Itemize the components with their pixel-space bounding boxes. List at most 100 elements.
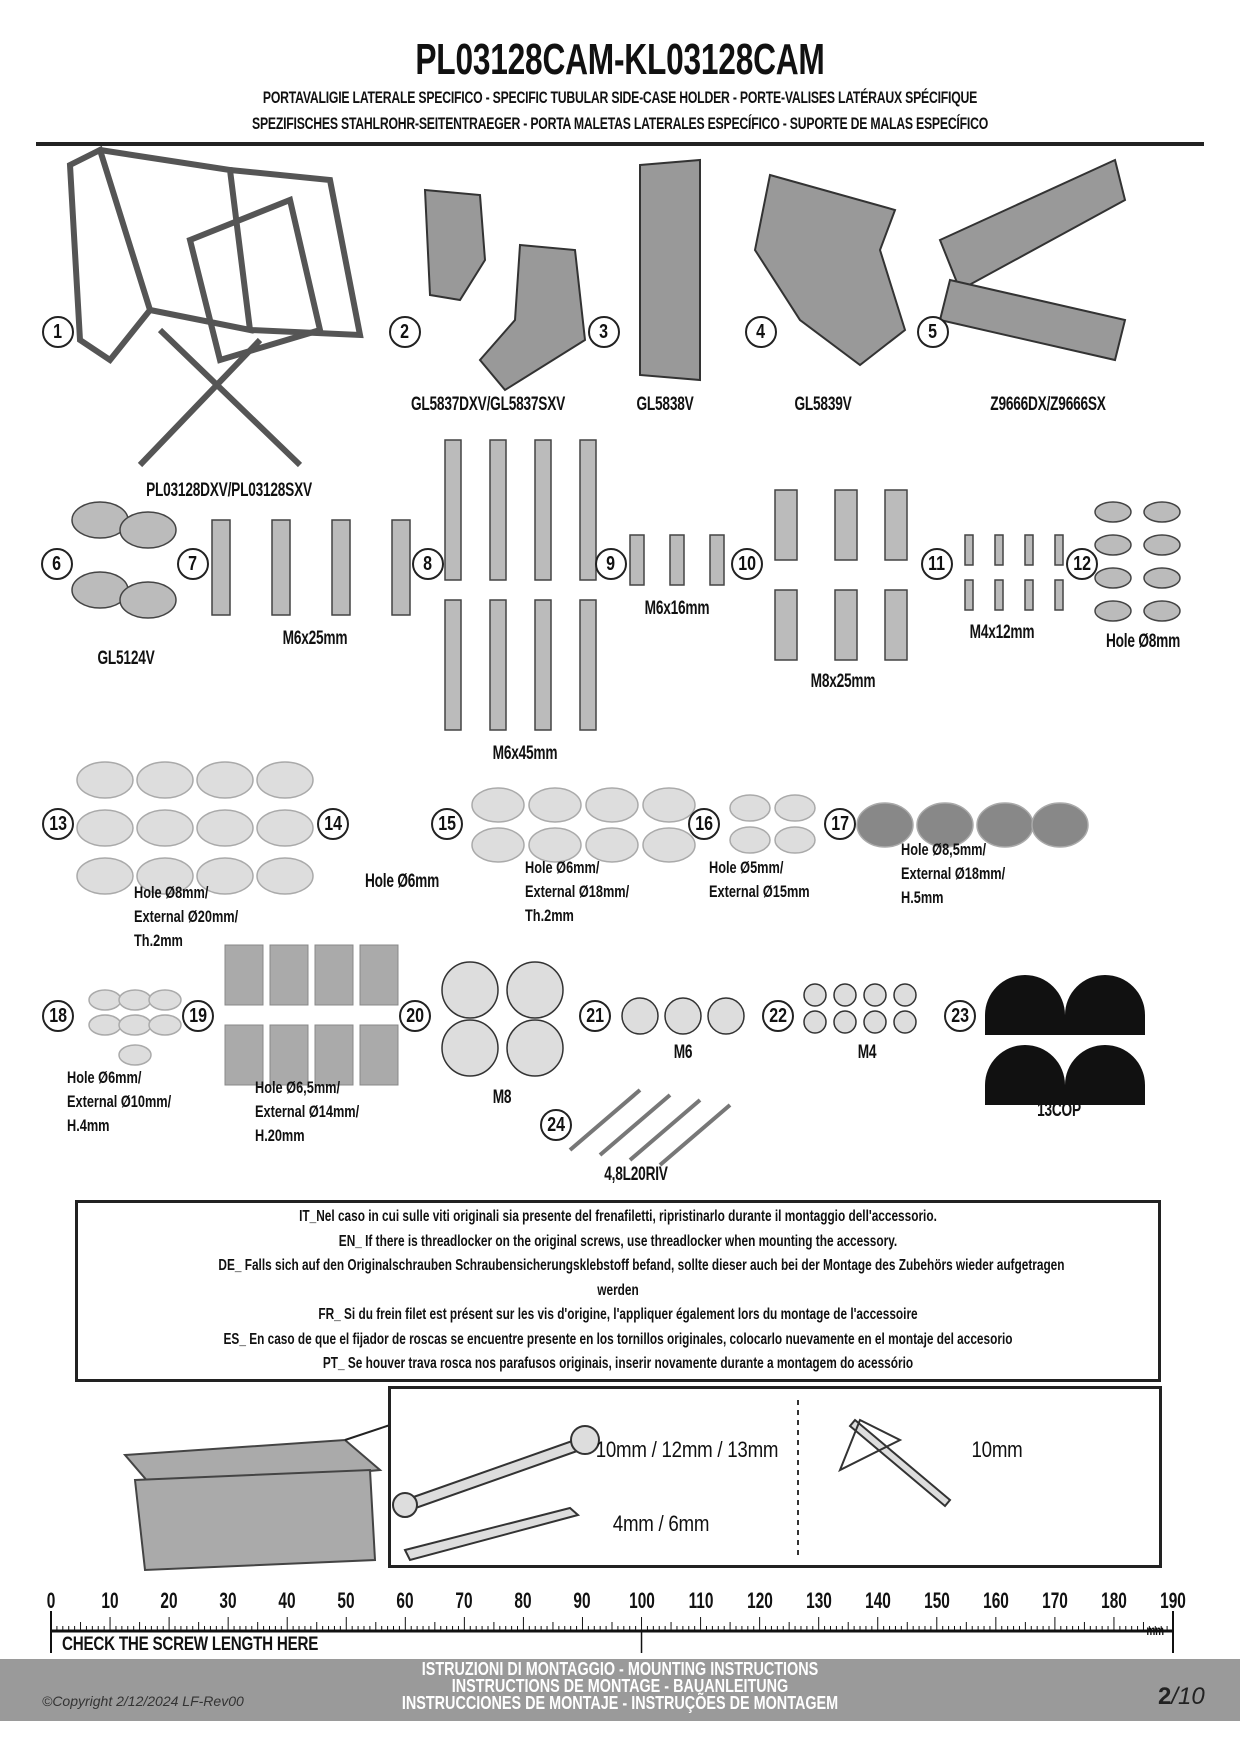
ruler-label: 10: [101, 1588, 119, 1613]
part-code-text: GL5837DXV/GL5837SXV: [410, 394, 566, 415]
ruler-label: 110: [688, 1588, 714, 1613]
allen-key-sizes: 4mm / 6mm: [612, 1511, 710, 1536]
note-en: EN_ If there is threadlocker on the orig…: [338, 1232, 898, 1250]
part-spec-line: Hole Ø6mm/: [67, 1068, 142, 1087]
part-code: GL5124V: [86, 648, 165, 670]
note-de-cont: werden: [597, 1281, 639, 1299]
part-code: Z9666DX/Z9666SX: [968, 394, 1128, 416]
part-code-text: PL03128DXV/PL03128SXV: [146, 480, 312, 501]
part-number-badge: 17: [824, 808, 856, 840]
ruler-label: 80: [514, 1588, 532, 1613]
part-code-text: M6x16mm: [644, 598, 710, 619]
part-code: M4: [854, 1042, 880, 1064]
part-number: 18: [49, 1004, 67, 1027]
part-code: PL03128DXV/PL03128SXV: [114, 480, 344, 502]
ruler-label: 60: [396, 1588, 414, 1613]
part-number-badge: 5: [917, 316, 949, 348]
ruler-label: 90: [573, 1588, 592, 1613]
part-number: 3: [599, 320, 609, 343]
part-number-badge: 4: [745, 316, 777, 348]
tool-illustrations: [392, 1418, 952, 1562]
part-code-text: M6x25mm: [282, 628, 348, 649]
hardware-illustrations: [71, 439, 1181, 731]
spacer-illustrations: [224, 944, 399, 1086]
part-number: 14: [324, 812, 342, 835]
part-number: 16: [695, 812, 713, 835]
part-number-badge: 8: [412, 548, 444, 580]
part-code-text: Z9666DX/Z9666SX: [990, 394, 1106, 415]
part-spec: Hole Ø6mm/External Ø18mm/Th.2mm: [525, 856, 664, 928]
footer-line-2: INSTRUCTIONS DE MONTAGE - BAUANLEITUNG: [451, 1676, 789, 1696]
part-number-badge: 12: [1066, 548, 1098, 580]
part-code: M6: [670, 1042, 696, 1064]
part-number: 22: [769, 1004, 787, 1027]
part-code-text: M4x12mm: [969, 622, 1035, 643]
note-es: ES_ En caso de que el fijador de roscas …: [223, 1330, 1013, 1348]
part-number: 10: [738, 552, 756, 575]
ruler-label: 30: [219, 1588, 237, 1613]
part-code: GL5838V: [625, 394, 704, 416]
part-code: M6x25mm: [270, 628, 360, 650]
part-number: 1: [53, 320, 63, 343]
part-code-text: M4: [857, 1042, 877, 1063]
ruler-label: 100: [628, 1588, 655, 1613]
note-de: DE_ Falls sich auf den Originalschrauben…: [218, 1257, 1065, 1274]
part-number-badge: 10: [731, 548, 763, 580]
part-number-badge: 1: [42, 316, 74, 348]
part-code-text: M6x45mm: [492, 743, 558, 764]
footer-line-1: ISTRUZIONI DI MONTAGGIO - MOUNTING INSTR…: [421, 1659, 819, 1679]
part-number-badge: 11: [921, 548, 953, 580]
note-it: IT_Nel caso in cui sulle viti originali …: [299, 1208, 937, 1225]
part-number: 7: [188, 552, 198, 575]
part-spec-line: External Ø20mm/: [134, 907, 239, 926]
part-spec-line: Hole Ø6,5mm/: [255, 1078, 341, 1097]
part-number-badge: 24: [540, 1109, 572, 1141]
page-number: 2/10: [1158, 1683, 1205, 1711]
ruler-label: 150: [923, 1588, 950, 1613]
part-number: 24: [547, 1113, 565, 1136]
ruler-label: 120: [746, 1588, 773, 1613]
part-spec: Hole Ø8,5mm/External Ø18mm/H.5mm: [901, 838, 1040, 910]
part-number: 8: [423, 552, 433, 575]
toolbox-illustration: [122, 1424, 391, 1572]
ruler-label: 70: [455, 1588, 473, 1613]
subtitle-2: SPEZIFISCHES STAHLROHR-SEITENTRAEGER - P…: [252, 114, 988, 133]
footer-band: ISTRUZIONI DI MONTAGGIO - MOUNTING INSTR…: [0, 1659, 1240, 1721]
part-code-text: GL5839V: [794, 394, 852, 415]
ruler-label: 190: [1160, 1588, 1186, 1613]
part-number-badge: 19: [182, 1000, 214, 1032]
nut-illustrations: [441, 961, 917, 1077]
part-number: 12: [1073, 552, 1091, 575]
ruler-label: 170: [1042, 1588, 1068, 1613]
part-spec-line: External Ø18mm/: [525, 882, 630, 901]
part-code-text: M8x25mm: [810, 671, 876, 692]
part-code-text: M6: [673, 1042, 693, 1063]
part-code: Hole Ø8mm: [1092, 631, 1195, 653]
part-code-text: Hole Ø6mm: [364, 871, 440, 892]
part-number-badge: 22: [762, 1000, 794, 1032]
required-tools-box: [388, 1386, 1162, 1568]
part-spec-line: External Ø18mm/: [901, 864, 1006, 883]
part-number: 13: [49, 812, 67, 835]
part-code-text: GL5124V: [97, 648, 155, 669]
part-spec-line: External Ø14mm/: [255, 1102, 360, 1121]
part-spec-line: Th.2mm: [525, 906, 574, 925]
page-total: /10: [1171, 1683, 1205, 1710]
threadlocker-notes: IT_Nel caso in cui sulle viti originali …: [75, 1200, 1161, 1382]
part-number: 6: [52, 552, 62, 575]
part-number: 19: [189, 1004, 207, 1027]
part-spec-line: Hole Ø8,5mm/: [901, 840, 987, 859]
part-number-badge: 7: [177, 548, 209, 580]
part-code: 13COP: [1029, 1100, 1090, 1122]
ruler-label: 40: [278, 1588, 296, 1613]
part-number: 4: [756, 320, 766, 343]
frame-rack-illustration: [66, 145, 364, 468]
part-code: Hole Ø6mm: [351, 871, 454, 893]
part-code: M8: [489, 1087, 515, 1109]
plate-illustrations: [423, 158, 1127, 392]
part-number: 21: [586, 1004, 604, 1027]
part-code: M6x16mm: [632, 598, 722, 620]
part-spec-line: External Ø15mm: [709, 882, 810, 901]
part-spec-line: H.5mm: [901, 888, 944, 907]
parts-illustration: [66, 145, 1181, 1572]
